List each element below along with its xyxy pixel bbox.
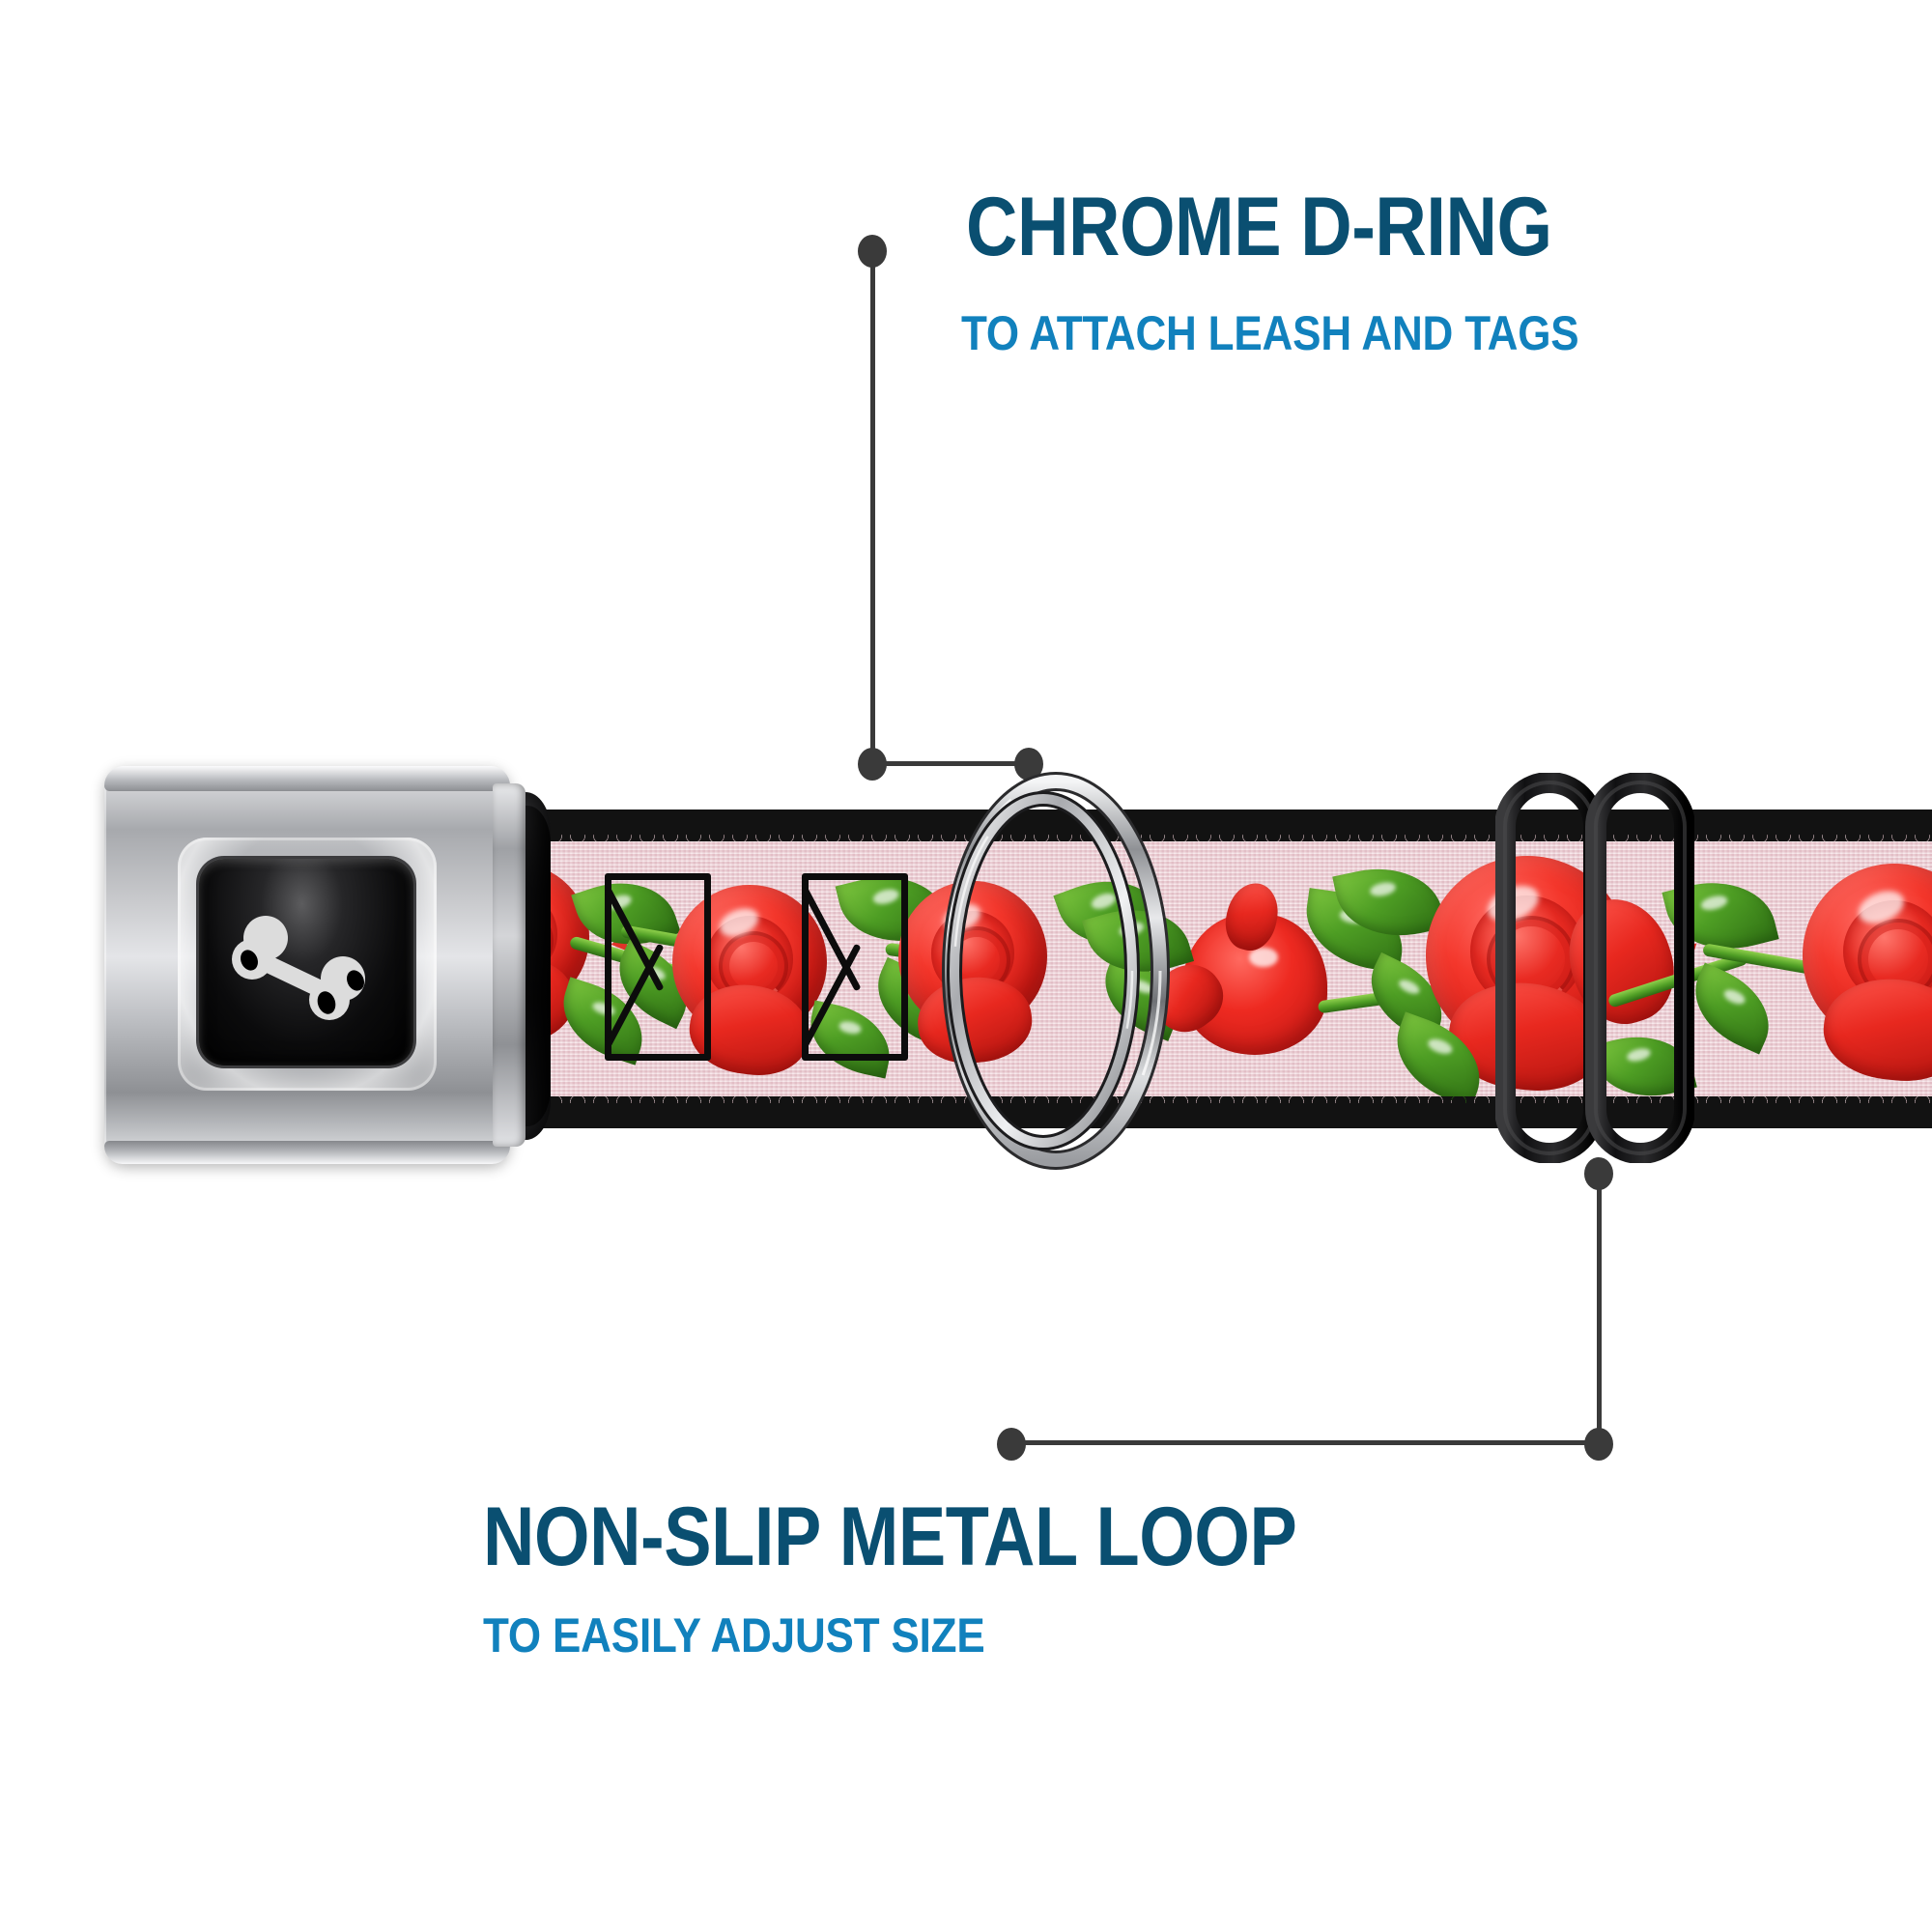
d-ring-icon: [942, 772, 1170, 1170]
leader-line-top-horizontal: [870, 761, 1030, 766]
webbing-strap: [483, 810, 1932, 1128]
webbing-edge-stitch-bottom: [483, 1096, 1932, 1128]
leader-line-bottom-vertical: [1597, 1175, 1602, 1443]
callout-subtitle-chrome-d-ring: TO ATTACH LEASH AND TAGS: [961, 306, 1579, 360]
leader-dot-bottom-end: [997, 1428, 1026, 1461]
dog-bone-icon: [232, 916, 365, 1020]
leader-line-top-vertical: [870, 251, 875, 765]
webbing-edge-stitch-top: [483, 810, 1932, 841]
metal-slide-loop[interactable]: [1495, 773, 1694, 1163]
buckle-black-plate: [199, 859, 413, 1065]
callout-subtitle-non-slip-metal-loop: TO EASILY ADJUST SIZE: [483, 1608, 985, 1662]
bar-tack-stitch: [801, 873, 908, 1061]
d-ring[interactable]: [935, 771, 1177, 1171]
buckle-chrome-flange: [493, 783, 526, 1147]
bar-tack-stitch: [604, 873, 711, 1061]
seatbelt-buckle[interactable]: [104, 766, 526, 1164]
callout-title-chrome-d-ring: CHROME D-RING: [966, 181, 1552, 273]
callout-title-non-slip-metal-loop: NON-SLIP METAL LOOP: [483, 1491, 1297, 1583]
slide-loop-icon: [1495, 773, 1694, 1163]
leader-line-bottom-horizontal: [1009, 1440, 1599, 1445]
